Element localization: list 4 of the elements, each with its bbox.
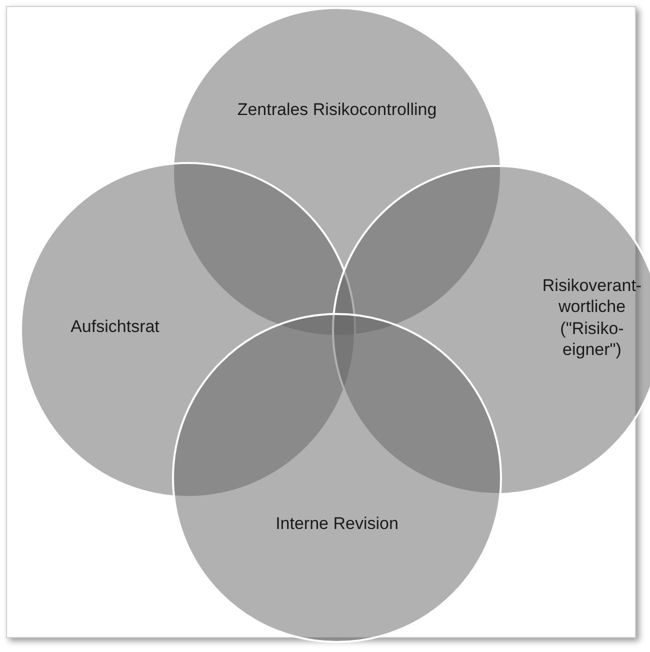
circle-label: Interne Revision <box>274 513 400 534</box>
circle-label: Zentrales Risikocontrolling <box>236 99 438 120</box>
circle-label: Aufsichtsrat <box>70 316 160 338</box>
circle-label: Risikoverant- wortliche ("Risiko- eigner") <box>541 275 643 360</box>
